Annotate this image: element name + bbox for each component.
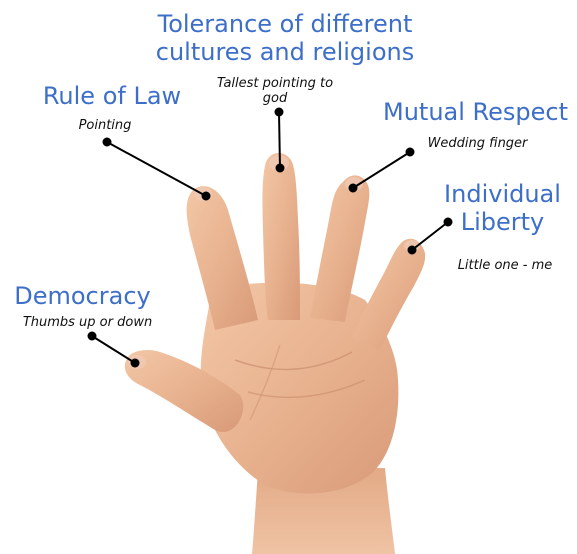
rule-of-law-finger-dot (201, 191, 211, 201)
democracy-finger-dot (130, 358, 140, 368)
democracy-leader-dot (87, 331, 97, 341)
tolerance-title-line2: cultures and religions (155, 38, 415, 66)
rule-of-law-leader-line (106, 141, 207, 197)
democracy-title: Democracy (14, 282, 151, 310)
democracy-leader-line (91, 335, 136, 364)
individual-liberty-description: Little one - me (457, 258, 553, 273)
individual-liberty-finger-dot (407, 245, 417, 255)
mutual-respect-title: Mutual Respect (382, 98, 568, 126)
tolerance-finger-dot (275, 163, 285, 173)
individual-liberty-title-line1: Individual (444, 180, 561, 208)
mutual-respect-leader-dot (405, 147, 415, 157)
tolerance-leader-dot (274, 107, 284, 117)
rule-of-law-leader-dot (102, 137, 112, 147)
mutual-respect-description: Wedding finger (427, 136, 528, 151)
tolerance-title-line1: Tolerance of different (157, 10, 413, 38)
tolerance-leader-line (278, 111, 281, 169)
hand-shape (124, 153, 426, 554)
rule-of-law-description: Pointing (78, 118, 132, 133)
individual-liberty-leader-line (411, 221, 449, 251)
leader-lines (87, 107, 453, 368)
democracy-description: Thumbs up or down (22, 315, 153, 330)
rule-of-law-title: Rule of Law (42, 82, 182, 110)
tolerance-description-line1: Tallest pointing to (216, 76, 334, 91)
mutual-respect-leader-line (352, 151, 411, 189)
mutual-respect-finger-dot (348, 183, 358, 193)
tolerance-description-line2: god (262, 91, 288, 106)
individual-liberty-title-line2: Liberty (460, 208, 545, 236)
individual-liberty-leader-dot (443, 217, 453, 227)
